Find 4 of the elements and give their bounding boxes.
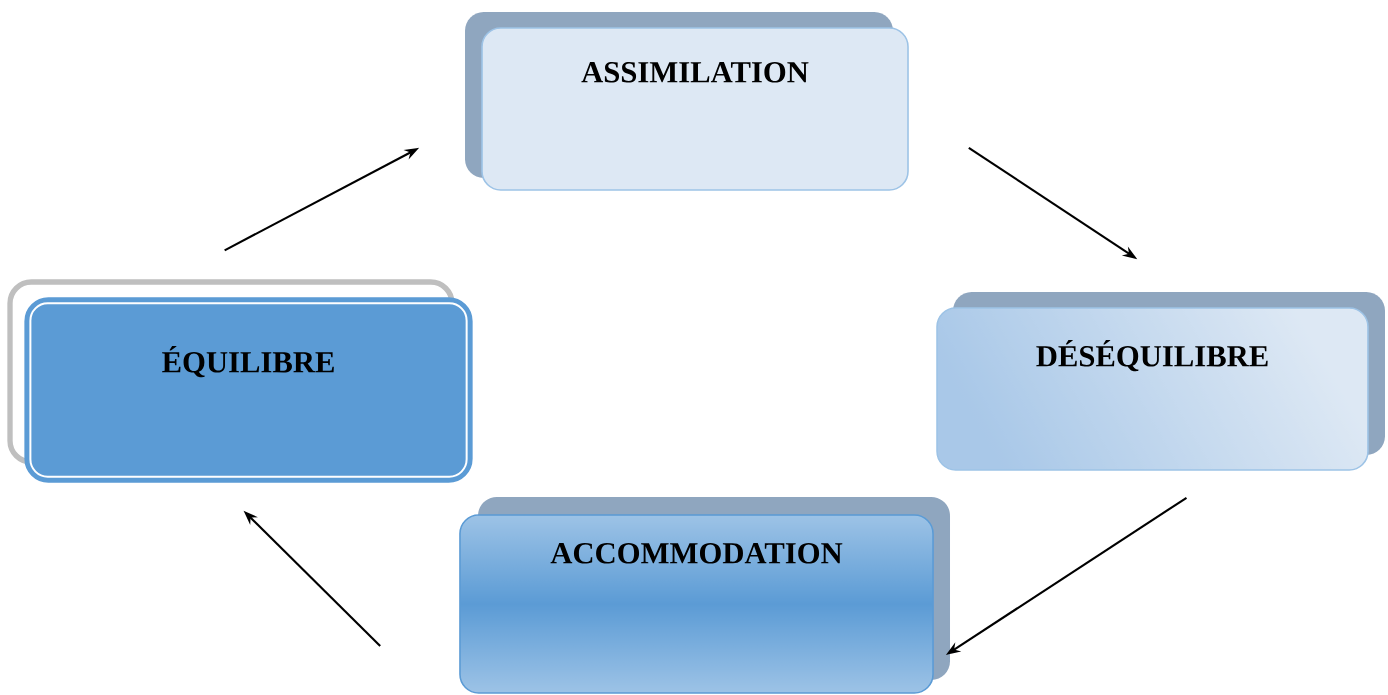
process-box: ASSIMILATION [465, 12, 909, 191]
process-box: ÉQUILIBRE [7, 279, 473, 483]
process-box: ACCOMMODATION [459, 497, 950, 694]
process-box: DÉSÉQUILIBRE [936, 292, 1385, 471]
